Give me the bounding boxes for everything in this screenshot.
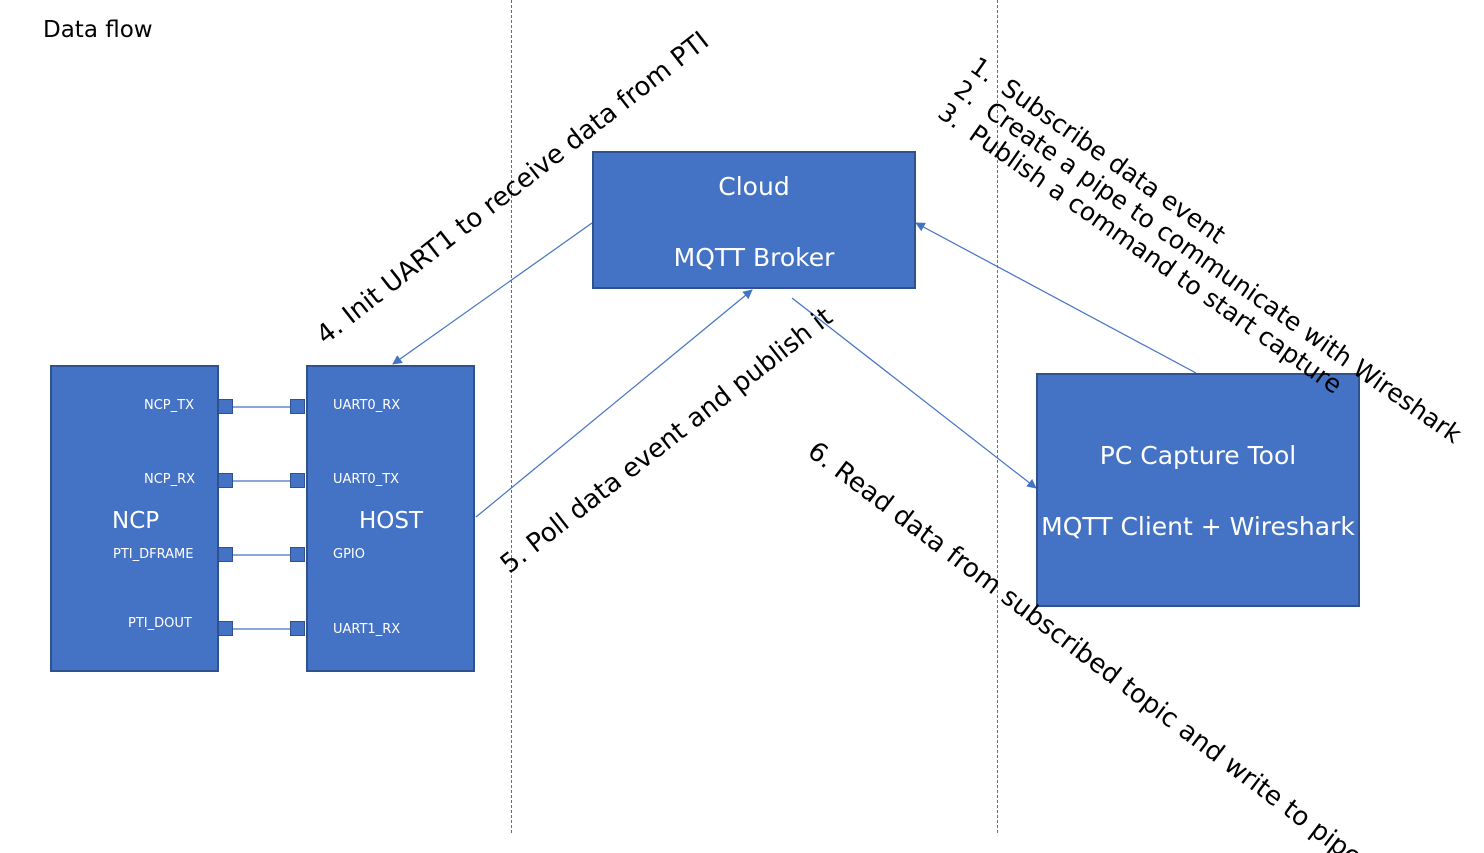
mqtt-broker-label: MQTT Broker [673, 243, 835, 272]
uart0-rx-pin-label: UART0_RX [333, 398, 401, 413]
ncp-rx-port [218, 473, 233, 488]
diagram-title: Data flow [43, 17, 153, 43]
arrow-pc-to-cloud [915, 222, 1197, 374]
arrow-cloud-to-host [392, 222, 593, 365]
pti-dframe-pin-label: PTI_DFRAME [113, 547, 194, 562]
ncp-rx-pin-label: NCP_RX [144, 472, 196, 487]
uart0-rx-port [290, 399, 305, 414]
pti-dout-port [218, 621, 233, 636]
host-box: HOST UART0_RX UART0_TX GPIO UART1_RX [306, 365, 475, 672]
gpio-port [290, 547, 305, 562]
ncp-tx-pin-label: NCP_TX [144, 398, 194, 413]
uart0-tx-pin-label: UART0_TX [333, 472, 400, 487]
zone-divider-right [997, 0, 998, 833]
host-label: HOST [359, 508, 424, 534]
uart0-tx-port [290, 473, 305, 488]
pti-dout-pin-label: PTI_DOUT [128, 616, 192, 631]
pti-dframe-port [218, 547, 233, 562]
cloud-label: Cloud [718, 172, 790, 201]
arrow-cloud-to-pc [791, 297, 1037, 489]
arrow-host-to-cloud [475, 289, 753, 518]
uart1-rx-port [290, 621, 305, 636]
pc-capture-tool-label: PC Capture Tool [1099, 441, 1297, 470]
pc-capture-tool-box: PC Capture Tool MQTT Client + Wireshark [1036, 373, 1360, 607]
uart1-rx-pin-label: UART1_RX [333, 622, 401, 637]
ncp-tx-port [218, 399, 233, 414]
mqtt-client-wireshark-label: MQTT Client + Wireshark [1041, 512, 1355, 541]
ncp-label: NCP [112, 508, 160, 534]
cloud-box: Cloud MQTT Broker [592, 151, 916, 289]
zone-divider-left [511, 0, 512, 833]
gpio-pin-label: GPIO [333, 547, 365, 562]
ncp-box: NCP NCP_TX NCP_RX PTI_DFRAME PTI_DOUT [50, 365, 219, 672]
